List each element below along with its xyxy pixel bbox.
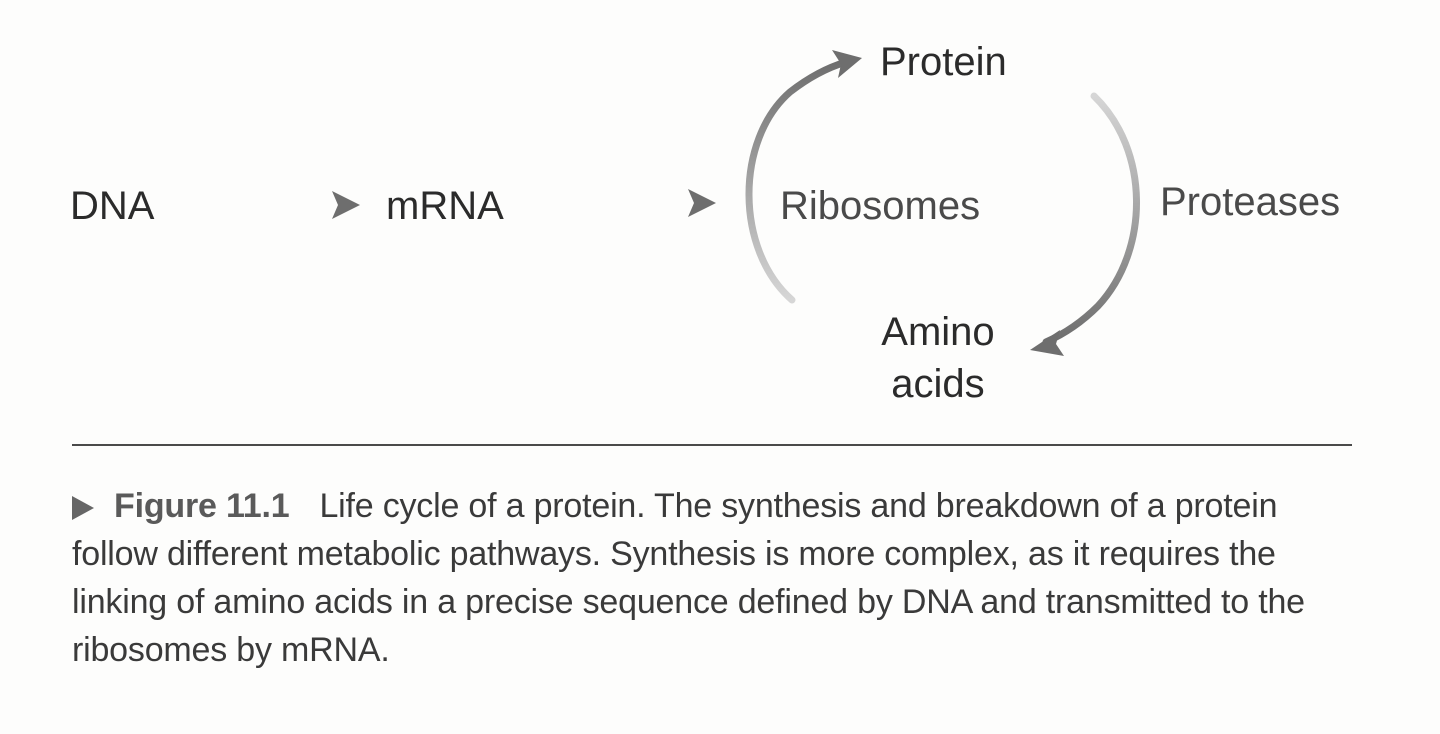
- figure-number: Figure 11.1: [114, 487, 290, 525]
- dna-to-mrna-arrow: [205, 191, 360, 219]
- synthesis-arc-arrow: [745, 50, 862, 304]
- ribosomes-label: Ribosomes: [780, 184, 981, 228]
- mrna-to-ribosomes-arrow: [563, 189, 716, 217]
- protein-life-cycle-diagram: DNA mRNA Protein Ribosomes Proteases Ami…: [70, 40, 1341, 410]
- caption-text: Life cycle of a protein. The synthesis a…: [72, 487, 1305, 669]
- caption-divider: [72, 444, 1352, 446]
- proteases-label: Proteases: [1160, 180, 1341, 224]
- amino-acids-line-2: acids: [891, 362, 985, 406]
- dna-label: DNA: [70, 184, 155, 228]
- protein-label: Protein: [880, 40, 1007, 84]
- amino-acids-line-1: Amino: [881, 310, 995, 354]
- breakdown-arc-arrow: [1030, 92, 1140, 356]
- amino-acids-label: Amino acids: [876, 306, 1000, 410]
- diagram-arrows: [205, 50, 1140, 356]
- right-triangle-icon: [72, 496, 94, 520]
- mrna-label: mRNA: [386, 184, 504, 228]
